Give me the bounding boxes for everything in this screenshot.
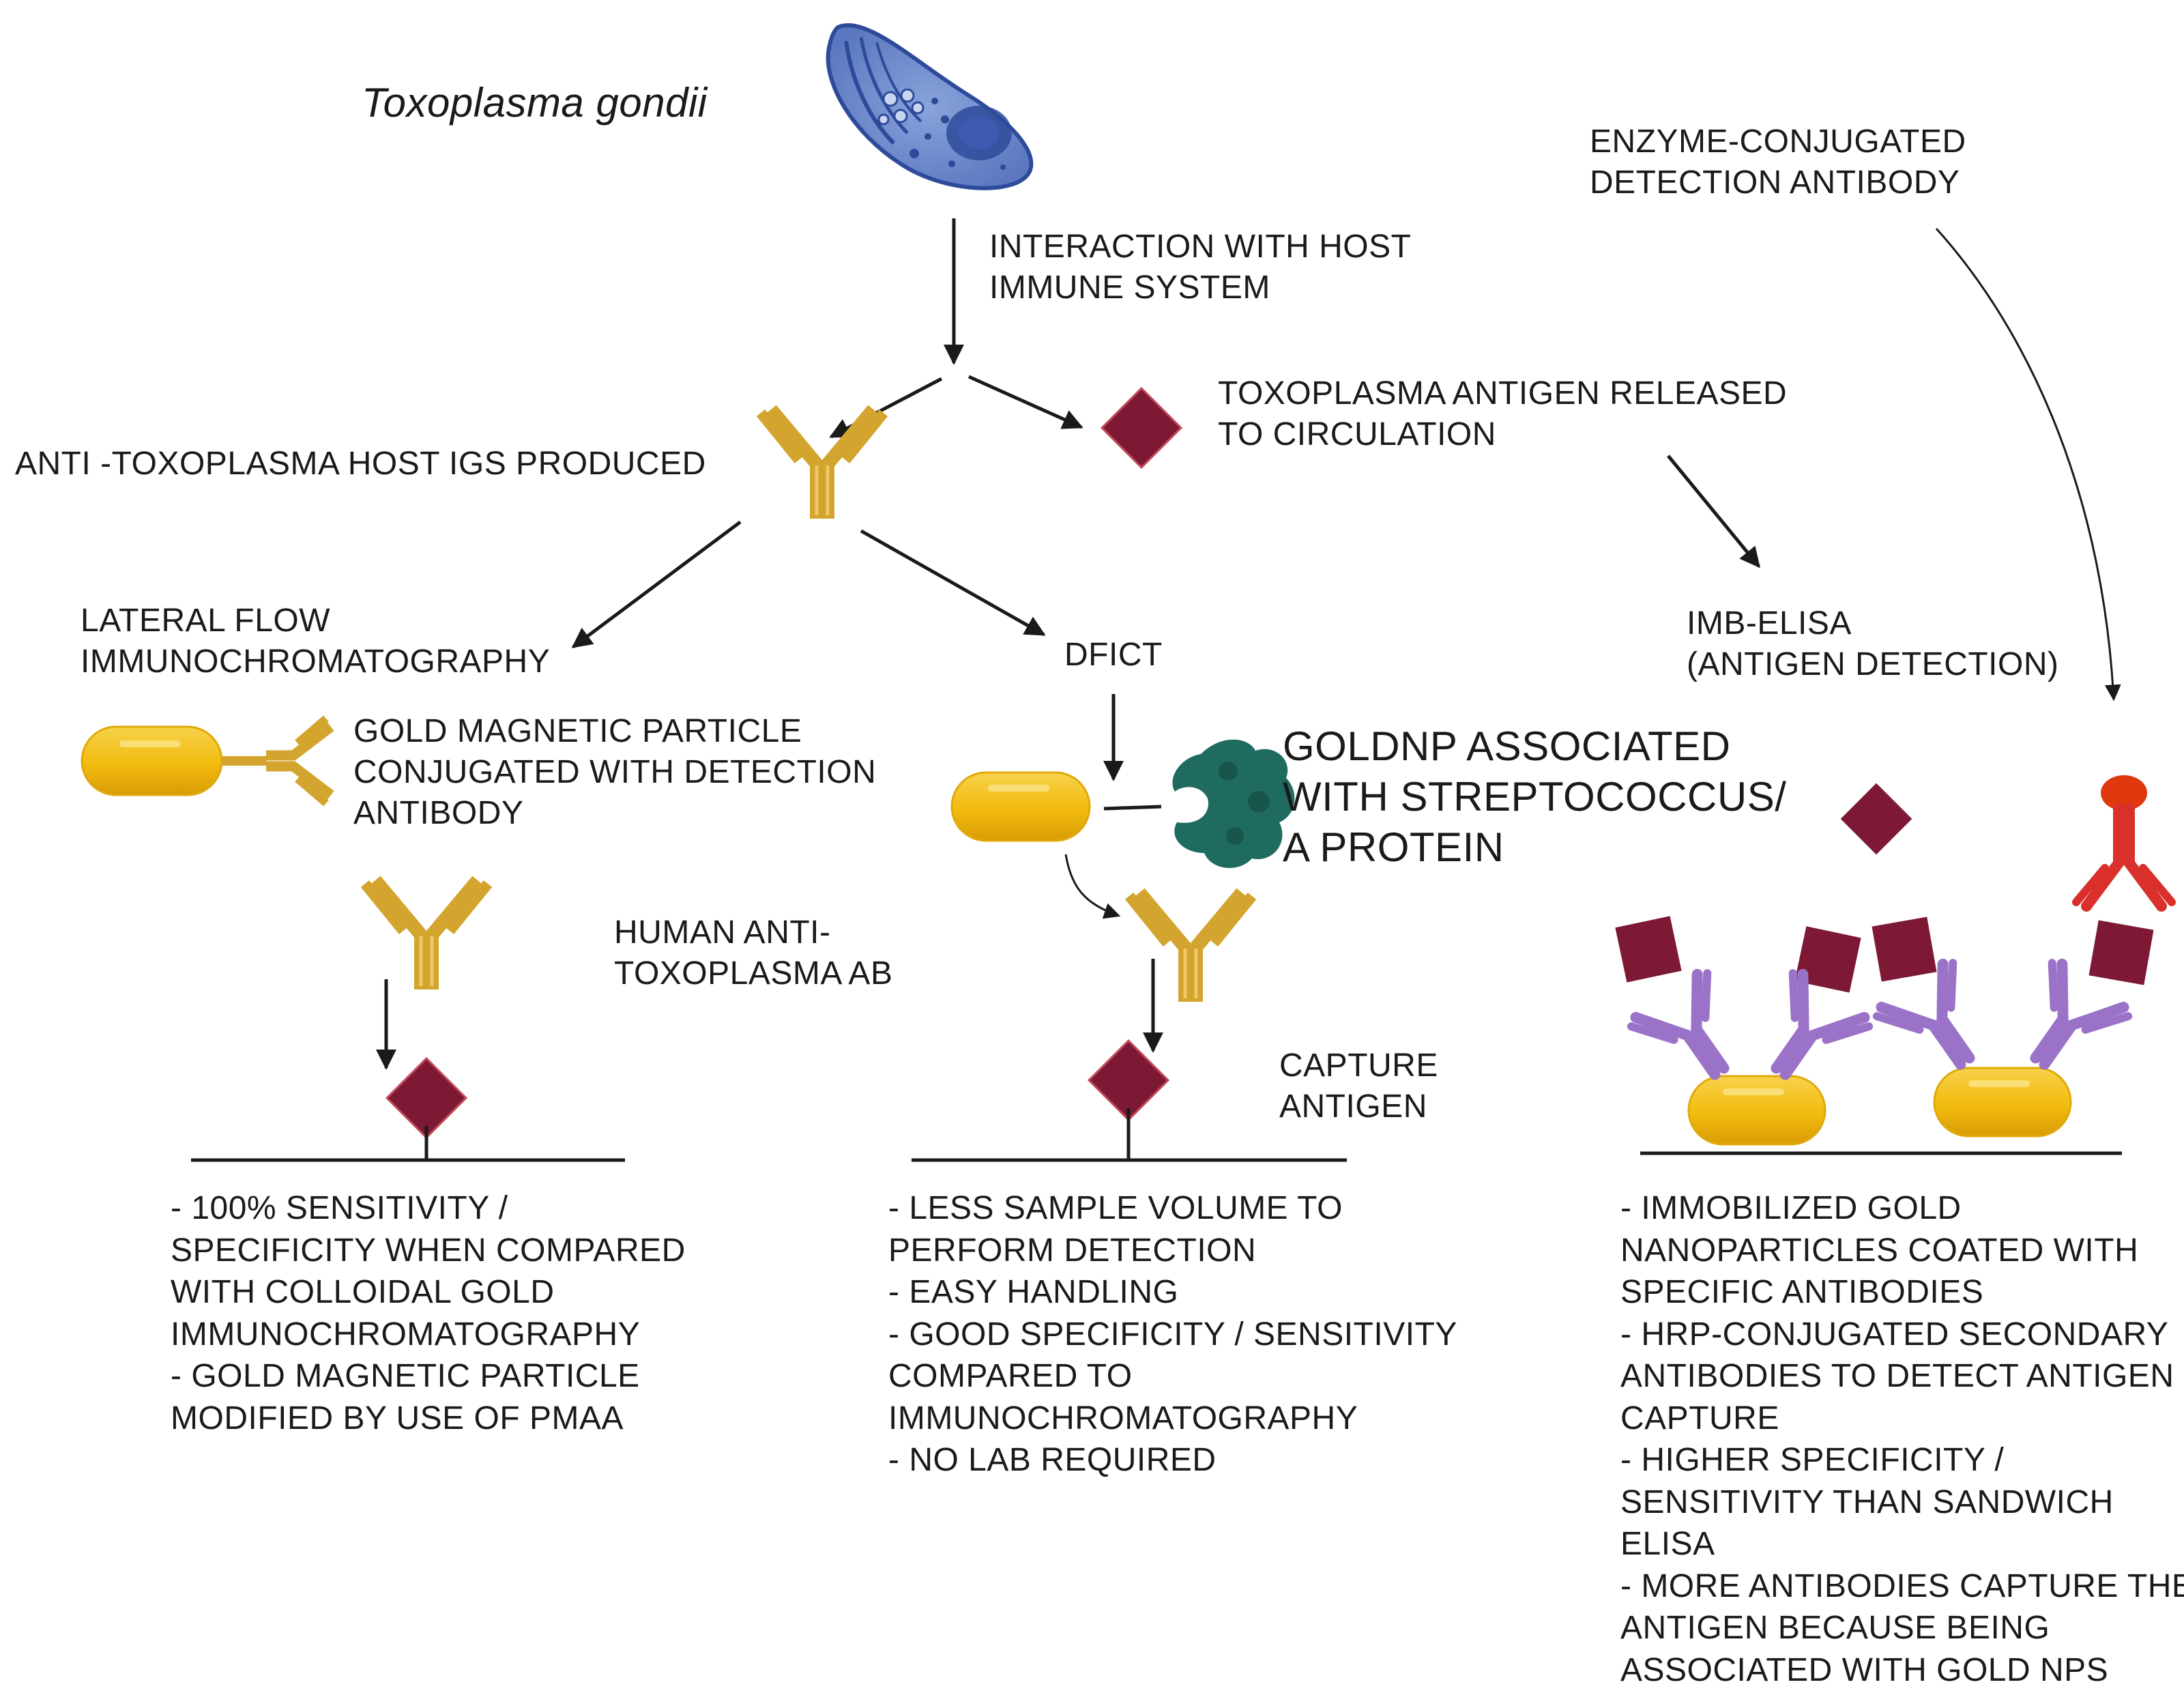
arrow-goldnp-to-antibody <box>1064 854 1121 919</box>
note-line: WITH COLLOIDAL GOLD <box>171 1274 555 1310</box>
capture-antibodies-purple <box>1627 958 2133 1080</box>
note-line: - LESS SAMPLE VOLUME TO <box>888 1190 1343 1226</box>
note-line: - 100% SENSITIVITY / <box>171 1190 508 1226</box>
gold-magnetic-particle-icon <box>81 725 266 796</box>
note-line: IMMUNOCHROMATOGRAPHY <box>888 1400 1358 1436</box>
note-line: ANTIBODIES TO DETECT ANTIGEN <box>1620 1358 2174 1394</box>
note-line: - GOOD SPECIFICITY / SENSITIVITY <box>888 1316 1457 1353</box>
goldnp-protein-link <box>1103 805 1162 811</box>
notes-dfict: - LESS SAMPLE VOLUME TO PERFORM DETECTIO… <box>888 1187 1457 1481</box>
note-line: ASSOCIATED WITH GOLD NPS <box>1620 1651 2109 1688</box>
parasite-title: Toxoplasma gondii <box>362 80 708 126</box>
toxoplasma-parasite-icon <box>826 23 1034 190</box>
label-interaction: INTERACTION WITH HOST IMMUNE SYSTEM <box>989 229 1412 306</box>
label-host-igs: ANTI -TOXOPLASMA HOST IGS PRODUCED <box>15 446 706 482</box>
note-line: - EASY HANDLING <box>888 1274 1179 1310</box>
streptococcus-protein-a-icon <box>1172 739 1295 868</box>
notes-imb-elisa: - IMMOBILIZED GOLD NANOPARTICLES COATED … <box>1620 1187 2184 1691</box>
notes-lateral-flow: - 100% SENSITIVITY / SPECIFICITY WHEN CO… <box>171 1187 686 1439</box>
note-line: SENSITIVITY THAN SANDWICH <box>1620 1484 2114 1520</box>
capture-antigen-left <box>385 1056 468 1161</box>
label-capture-antigen: CAPTURE ANTIGEN <box>1279 1047 1438 1125</box>
label-goldnp-protein: GOLDNP ASSOCIATED WITH STREPTOCOCCUS/ A … <box>1283 723 1787 870</box>
arrow-antibody-to-dfict <box>860 529 1046 637</box>
free-antigen-right <box>1840 783 1912 855</box>
note-line: - HIGHER SPECIFICITY / <box>1620 1442 2005 1478</box>
capture-antigen-middle <box>1087 1039 1170 1160</box>
arrow-antibody-to-lateral-flow <box>571 520 742 649</box>
flow-arrows <box>376 218 2121 1070</box>
label-human-ab: HUMAN ANTI- TOXOPLASMA AB <box>614 914 893 992</box>
note-line: IMMUNOCHROMATOGRAPHY <box>171 1316 641 1353</box>
note-line: COMPARED TO <box>888 1358 1133 1394</box>
label-lateral-flow: LATERAL FLOW IMMUNOCHROMATOGRAPHY <box>81 603 551 680</box>
arrow-enzyme-to-elisa <box>1935 227 2121 702</box>
note-line: PERFORM DETECTION <box>888 1232 1257 1269</box>
human-antibody-middle-icon <box>1124 888 1257 1002</box>
note-line: - GOLD MAGNETIC PARTICLE <box>171 1358 640 1394</box>
label-gold-magnetic: GOLD MAGNETIC PARTICLE CONJUGATED WITH D… <box>353 713 877 831</box>
immobilized-goldnp-1-icon <box>1687 1075 1826 1146</box>
note-line: ELISA <box>1620 1526 1715 1562</box>
note-line: - MORE ANTIBODIES CAPTURE THE <box>1620 1567 2184 1604</box>
note-line: - IMMOBILIZED GOLD <box>1620 1190 1962 1226</box>
goldnp-dfict-icon <box>950 771 1091 842</box>
arrow-branch-to-antibody <box>829 377 943 439</box>
note-line: - HRP-CONJUGATED SECONDARY <box>1620 1316 2169 1353</box>
host-antibody-icon <box>756 405 888 519</box>
label-imb-elisa: IMB-ELISA (ANTIGEN DETECTION) <box>1687 605 2059 682</box>
enzyme-conjugated-antibody-icon <box>2072 775 2176 912</box>
immobilized-goldnp-2-icon <box>1933 1067 2072 1138</box>
human-antibody-left-icon <box>360 876 493 989</box>
note-line: - NO LAB REQUIRED <box>888 1442 1217 1478</box>
detection-antibody-sideways-icon <box>266 715 334 807</box>
label-antigen-released: TOXOPLASMA ANTIGEN RELEASED TO CIRCULATI… <box>1218 375 1788 452</box>
captured-antigens <box>1615 916 2154 993</box>
arrow-antigen-to-imb-elisa <box>1667 454 1760 568</box>
note-line: NANOPARTICLES COATED WITH <box>1620 1232 2139 1269</box>
label-dfict: DFICT <box>1064 637 1163 673</box>
note-line: SPECIFICITY WHEN COMPARED <box>171 1232 686 1269</box>
note-line: ANTIGEN BECAUSE BEING <box>1620 1610 2050 1646</box>
antigen-circulation <box>1100 386 1183 469</box>
note-line: CAPTURE <box>1620 1400 1779 1436</box>
arrow-branch-to-antigen <box>967 375 1083 429</box>
note-line: SPECIFIC ANTIBODIES <box>1620 1274 1984 1310</box>
note-line: MODIFIED BY USE OF PMAA <box>171 1400 624 1436</box>
label-enzyme-antibody: ENZYME-CONJUGATED DETECTION ANTIBODY <box>1590 124 1966 201</box>
